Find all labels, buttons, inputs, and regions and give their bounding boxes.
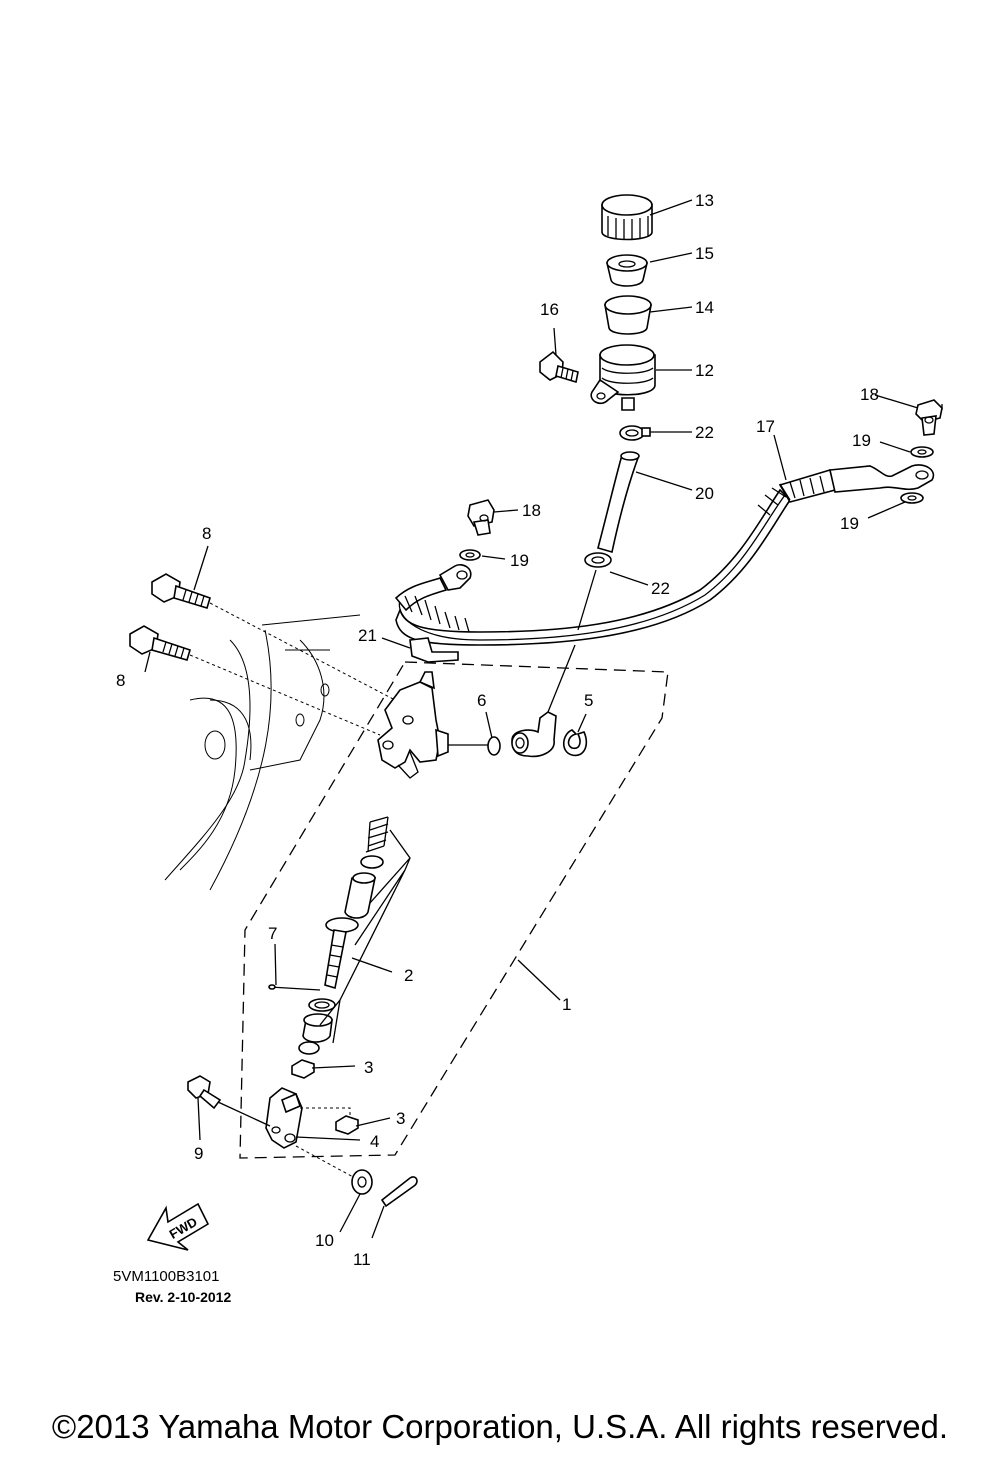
callout-19: 19 [840,514,859,533]
callout-16: 16 [540,300,559,319]
frame-outline [164,614,361,891]
copyright-notice: ©2013 Yamaha Motor Corporation, U.S.A. A… [51,1408,949,1445]
reservoir-bolt [539,350,579,384]
callout-14: 14 [695,298,714,317]
callout-2: 2 [404,966,413,985]
callout-17: 17 [756,417,775,436]
callout-9: 9 [194,1144,203,1163]
callout-1: 1 [562,995,571,1014]
pin [268,984,321,991]
reservoir-cap [601,194,653,241]
callout-13: 13 [695,191,714,210]
cotter-pin [380,1176,418,1208]
master-cylinder-body [377,671,449,779]
revision-date: Rev. 2-10-2012 [135,1289,231,1305]
leader-lines [144,199,943,1239]
callout-20: 20 [695,484,714,503]
callout-6: 6 [477,691,486,710]
mounting-bolt-lower [129,625,191,661]
hose-joint [511,711,557,758]
reservoir-hose [597,451,640,554]
callout-18: 18 [860,385,879,404]
hose-guide [409,637,459,663]
part2-leader [351,957,393,973]
clevis-link-lines [300,1107,351,1118]
callout-19: 19 [852,431,871,450]
reservoir-hose-guide-line [577,569,597,631]
circlip-inner [308,998,336,1012]
clevis-washer [351,1169,373,1195]
copper-washer-left [459,549,481,561]
diaphragm [604,295,652,335]
mounting-bolt-upper [151,573,211,609]
callout-11: 11 [353,1250,371,1269]
callout-10: 10 [315,1231,334,1250]
circlip [562,729,588,757]
spring-seat [360,855,384,869]
clevis-pin-axis [217,1101,271,1127]
callout-22: 22 [695,423,714,442]
piston-cup [344,872,376,919]
union-bolt-right [915,399,943,436]
copper-washer-right-lower [900,492,924,504]
reservoir-tank [590,344,656,411]
callout-19: 19 [510,551,529,570]
internal-parts-bracket [319,829,411,1044]
hose-joint-leader [547,644,576,713]
callout-5: 5 [584,691,593,710]
piston [324,917,359,990]
forward-arrow-icon: FWD [146,1202,210,1251]
diaphragm-plate [605,254,649,287]
brake-hose [394,464,935,646]
callout-22: 22 [651,579,670,598]
callout-21: 21 [358,626,377,645]
return-spring [365,816,389,853]
diagram-code: 5VM1100B3101 [113,1268,219,1285]
copper-washer-right-upper [910,446,934,458]
callout-7: 7 [268,924,277,943]
lock-nut-lower [335,1115,359,1135]
hose-clip-lower [584,552,612,568]
callout-8: 8 [202,524,211,543]
push-rod-nut [298,1041,320,1055]
bolt-axis-lines [189,602,396,736]
callout-18: 18 [522,501,541,520]
clevis [265,1087,303,1149]
hose-clip-upper [619,425,651,441]
callout-4: 4 [370,1132,379,1151]
clevis-washer-axis [295,1145,356,1179]
callout-12: 12 [695,361,714,380]
boot [302,1013,333,1043]
o-ring [487,736,501,756]
lock-nut-upper [291,1059,315,1079]
clevis-pin [187,1075,222,1110]
assembly-boundary [239,661,669,1159]
union-bolt-left [467,499,495,536]
callout-8: 8 [116,671,125,690]
callout-15: 15 [695,244,714,263]
callout-3: 3 [396,1109,405,1128]
callout-3: 3 [364,1058,373,1077]
